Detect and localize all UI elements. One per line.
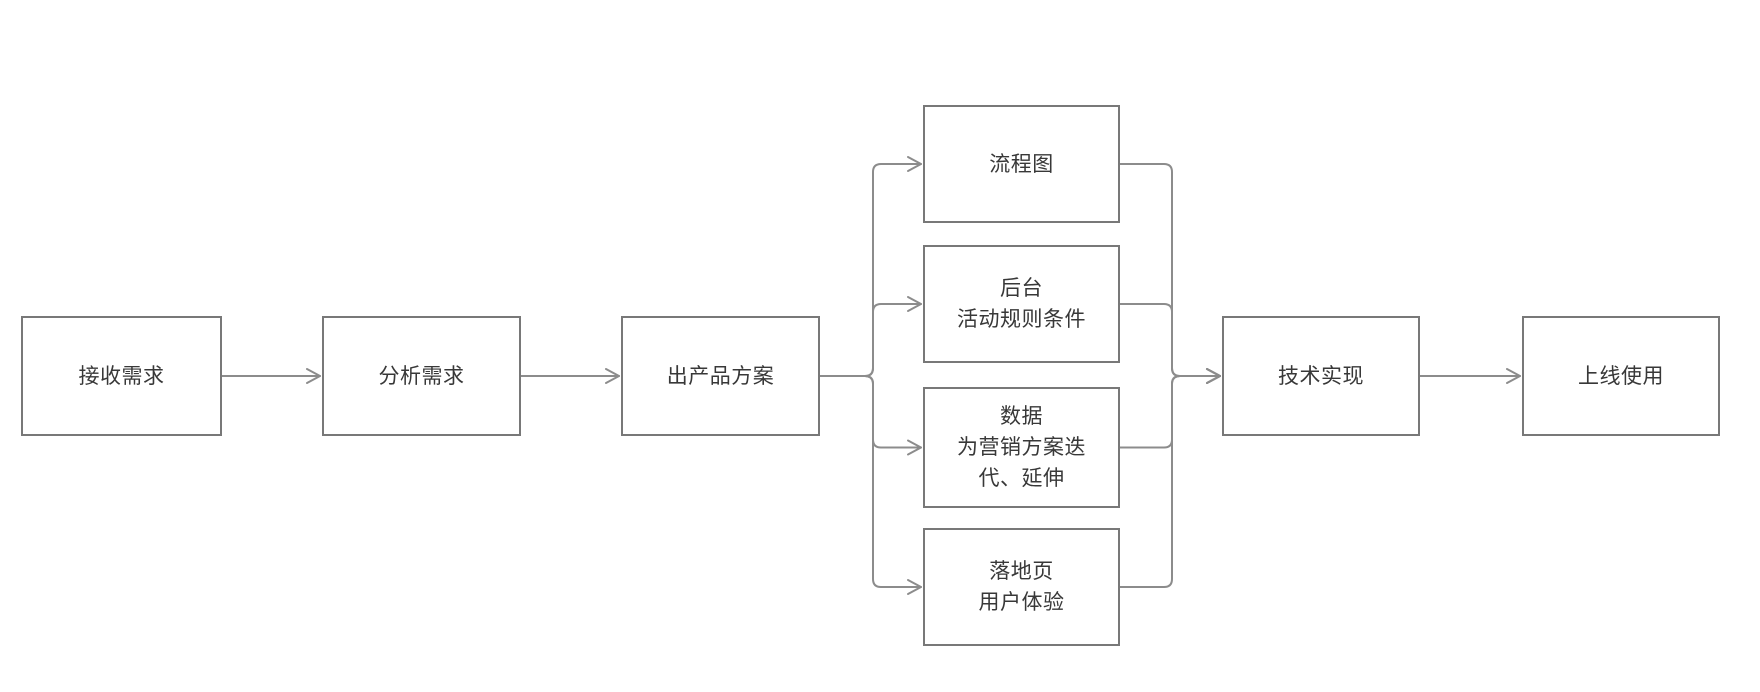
flow-node-label: 接收需求 <box>78 364 165 388</box>
flow-node-analyze[interactable]: 分析需求 <box>322 316 521 436</box>
edge-plan-flowchart <box>819 163 922 377</box>
edge-plan-landing <box>819 375 922 588</box>
flow-node-label: 活动规则条件 <box>957 308 1086 331</box>
flow-node-label: 落地页 <box>989 560 1054 583</box>
flow-node-label: 流程图 <box>989 152 1054 176</box>
flow-node-label: 代、延伸 <box>978 467 1065 490</box>
flow-node-label: 为营销方案迭 <box>957 436 1086 459</box>
flow-node-tech[interactable]: 技术实现 <box>1222 316 1420 436</box>
flow-node-plan[interactable]: 出产品方案 <box>621 316 820 436</box>
edge-plan-data <box>819 375 922 449</box>
flow-node-flowchart[interactable]: 流程图 <box>923 105 1120 223</box>
flow-node-label: 上线使用 <box>1578 364 1664 388</box>
arrowhead-icon-plan <box>605 368 620 384</box>
flow-node-label: 出产品方案 <box>666 364 775 388</box>
arrowhead-icon-tech <box>1206 368 1221 384</box>
flow-node-landing[interactable]: 落地页用户体验 <box>923 528 1120 646</box>
flow-node-label: 分析需求 <box>378 364 465 388</box>
flow-node-label: 技术实现 <box>1278 364 1364 388</box>
arrowhead-icon-flowchart <box>907 156 922 172</box>
edge-flowchart-tech <box>1119 163 1221 377</box>
arrowhead-icon-launch <box>1506 368 1521 384</box>
flow-node-backend[interactable]: 后台活动规则条件 <box>923 245 1120 363</box>
edge-plan-backend <box>819 303 922 377</box>
flow-node-launch[interactable]: 上线使用 <box>1522 316 1720 436</box>
arrowhead-icon-backend <box>907 296 922 312</box>
arrowhead-icon-data <box>907 439 922 456</box>
arrowhead-icon-analyze <box>306 368 321 384</box>
edge-backend-tech <box>1119 303 1221 377</box>
arrowhead-icon-landing <box>907 579 922 595</box>
flow-node-data[interactable]: 数据为营销方案迭代、延伸 <box>923 387 1120 508</box>
flow-node-label: 用户体验 <box>978 591 1065 614</box>
flow-node-receive[interactable]: 接收需求 <box>21 316 222 436</box>
edge-landing-tech <box>1119 375 1221 588</box>
flow-node-label: 数据 <box>1000 405 1043 428</box>
edge-data-tech <box>1119 375 1221 449</box>
flow-node-label: 后台 <box>1000 277 1043 300</box>
